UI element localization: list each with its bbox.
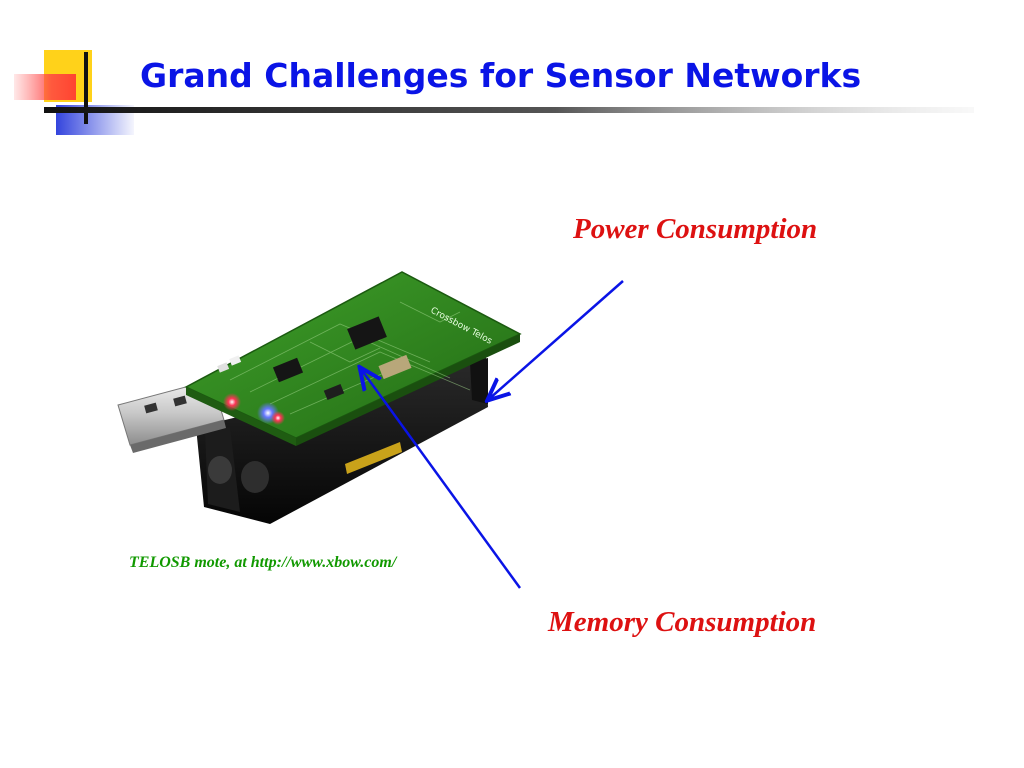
power-consumption-label: Power Consumption bbox=[573, 213, 818, 245]
title-underline bbox=[44, 107, 974, 113]
slide-title: Grand Challenges for Sensor Networks bbox=[140, 56, 862, 95]
corner-logo bbox=[14, 50, 134, 135]
memory-consumption-label: Memory Consumption bbox=[548, 606, 817, 638]
red-bar bbox=[14, 74, 76, 100]
figure-caption: TELOSB mote, at http://www.xbow.com/ bbox=[129, 554, 397, 571]
telosb-mote-image: Crossbow Telos bbox=[117, 271, 522, 524]
status-leds bbox=[223, 393, 285, 425]
vertical-line bbox=[84, 52, 88, 124]
